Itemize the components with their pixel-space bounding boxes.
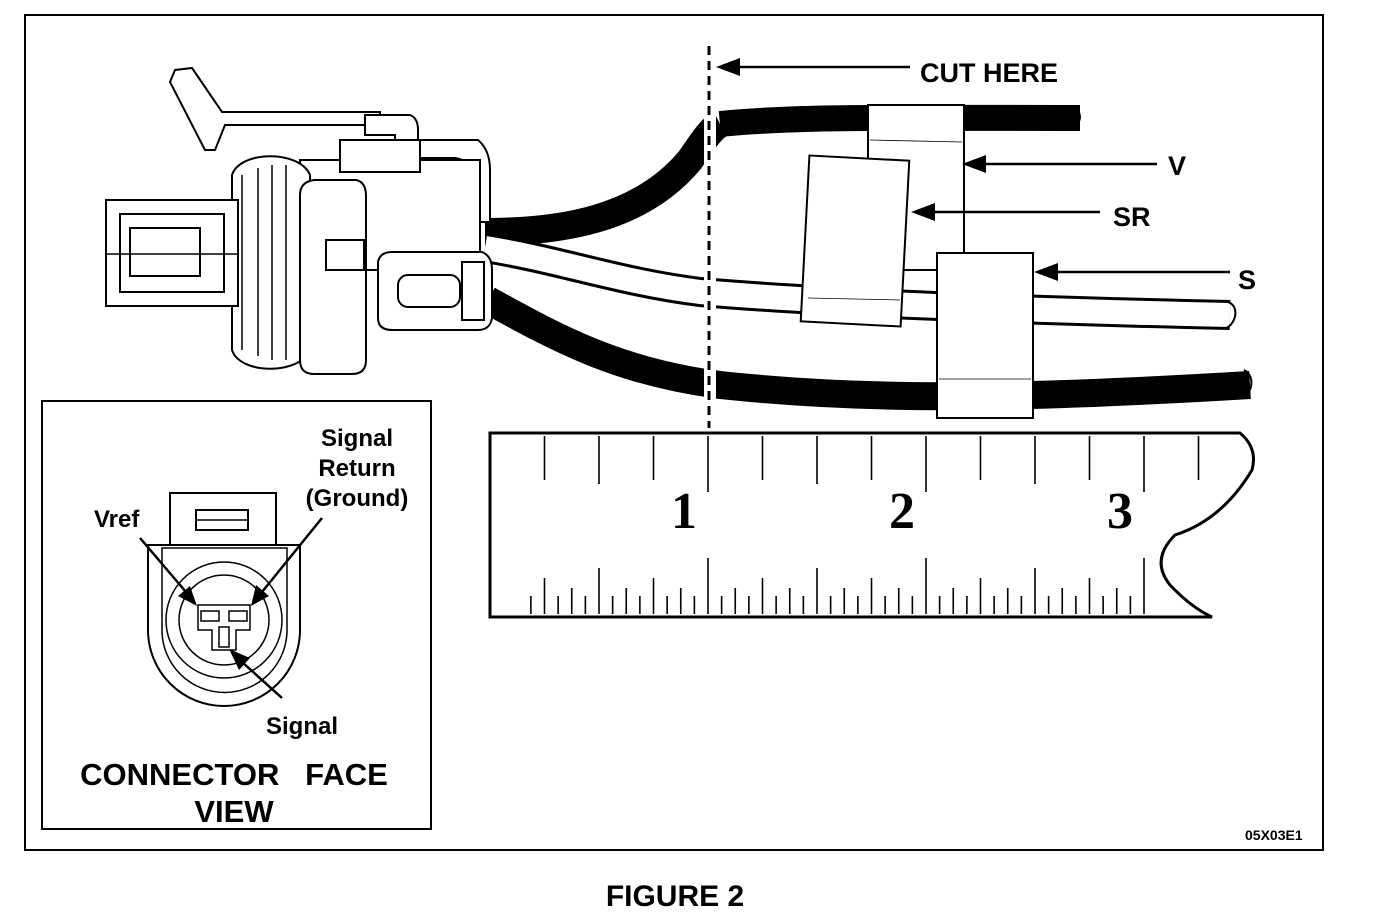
- ruler-number-2: 2: [889, 483, 915, 540]
- ruler-number-1: 1: [671, 483, 697, 540]
- inset-arrows: [139, 517, 323, 699]
- callout-arrows: [716, 58, 1230, 281]
- figure-caption: FIGURE 2: [606, 880, 744, 913]
- vref-label: Vref: [94, 506, 140, 533]
- signal-return-label-line2: Return: [318, 455, 395, 482]
- inset-title-line1: CONNECTOR FACE: [80, 757, 388, 792]
- signal-return-label-line1: Signal: [321, 425, 393, 452]
- ruler-number-3: 3: [1107, 483, 1133, 540]
- signal-return-label-line3: (Ground): [306, 485, 409, 512]
- cut-here-label: CUT HERE: [920, 58, 1058, 88]
- wire-tags: [799, 104, 1034, 419]
- inset-title-line2: VIEW: [194, 794, 274, 829]
- tag-sr: [799, 154, 911, 328]
- connector-face-drawing: [147, 492, 301, 707]
- signal-label: Signal: [266, 713, 338, 740]
- connector: [105, 66, 493, 375]
- s-label: S: [1238, 265, 1256, 295]
- tag-s: [936, 252, 1034, 419]
- v-label: V: [1168, 151, 1186, 181]
- ruler: [488, 431, 1255, 619]
- figure-frame: [24, 14, 1324, 851]
- figure-code: 05X03E1: [1245, 827, 1303, 843]
- sr-label: SR: [1113, 202, 1151, 232]
